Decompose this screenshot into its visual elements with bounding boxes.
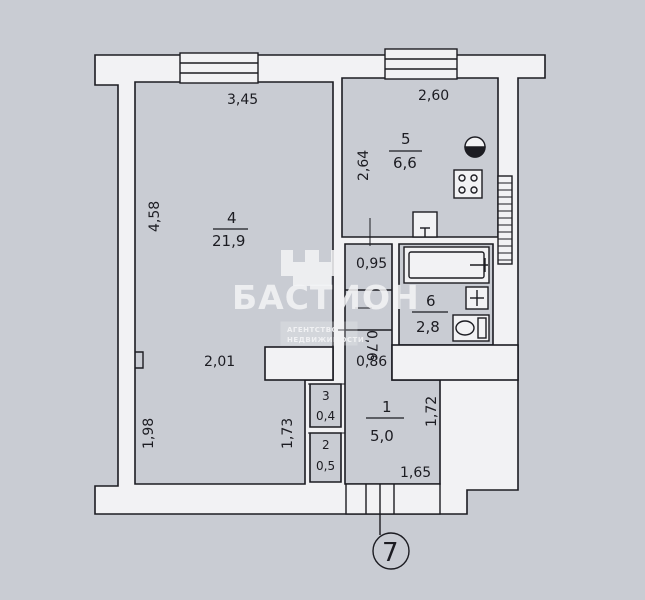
bathroom-fixtures bbox=[403, 246, 490, 342]
kitchen-fixtures bbox=[412, 136, 513, 265]
sink-icon bbox=[412, 211, 438, 238]
entrance-door bbox=[345, 483, 441, 535]
room-5-number: 5 bbox=[401, 130, 411, 148]
dim-top-room-5: 2,60 bbox=[418, 88, 449, 104]
entrance-number: 7 bbox=[382, 538, 399, 568]
watermark-badge bbox=[280, 321, 358, 346]
dim-1-73: 1,73 bbox=[280, 418, 296, 449]
dim-0-86: 0,86 bbox=[356, 354, 387, 370]
watermark-sub-1: АГЕНТСТВО bbox=[287, 326, 338, 334]
radiator-slats bbox=[498, 182, 512, 261]
room-6-number: 6 bbox=[426, 292, 436, 310]
room-4-number: 4 bbox=[227, 209, 237, 227]
dimension-lines bbox=[308, 307, 372, 434]
dim-side-room-4: 4,58 bbox=[147, 201, 163, 232]
room-2-area: 0,5 bbox=[316, 459, 335, 473]
radiator-icon bbox=[497, 175, 513, 265]
room-5-area: 6,6 bbox=[393, 154, 417, 172]
room-1-number: 1 bbox=[382, 398, 392, 416]
room-3-area: 0,4 bbox=[316, 409, 335, 423]
stove-icon bbox=[453, 169, 483, 199]
room-2-number: 2 bbox=[322, 438, 330, 452]
dim-0-95: 0,95 bbox=[356, 256, 387, 272]
dim-0-76: 0,76 bbox=[363, 330, 379, 361]
watermark-brand: БАСТИОН bbox=[232, 278, 420, 317]
room-1-area: 5,0 bbox=[370, 427, 394, 445]
entrance-marker bbox=[372, 532, 410, 570]
dim-1-72: 1,72 bbox=[424, 396, 440, 427]
dim-side-room-5: 2,64 bbox=[356, 150, 372, 181]
dim-1-65: 1,65 bbox=[400, 465, 431, 481]
dim-top-room-4: 3,45 bbox=[227, 92, 258, 108]
inner-walls bbox=[264, 289, 519, 381]
room-4-area: 21,9 bbox=[212, 232, 245, 250]
wall-notch bbox=[135, 351, 144, 369]
window-room-5 bbox=[384, 48, 458, 80]
wall-segment-2-01 bbox=[264, 346, 334, 381]
room-6-area: 2,8 bbox=[416, 318, 440, 336]
watermark-sub-2: НЕДВИЖИМОСТИ bbox=[287, 336, 364, 344]
dim-1-98: 1,98 bbox=[141, 418, 157, 449]
watermark-logo bbox=[281, 250, 343, 286]
dim-2-01: 2,01 bbox=[204, 354, 235, 370]
window-room-4 bbox=[179, 52, 259, 84]
wall-segment-bath bbox=[391, 344, 519, 381]
room-3-number: 3 bbox=[322, 389, 330, 403]
windows bbox=[179, 48, 458, 84]
